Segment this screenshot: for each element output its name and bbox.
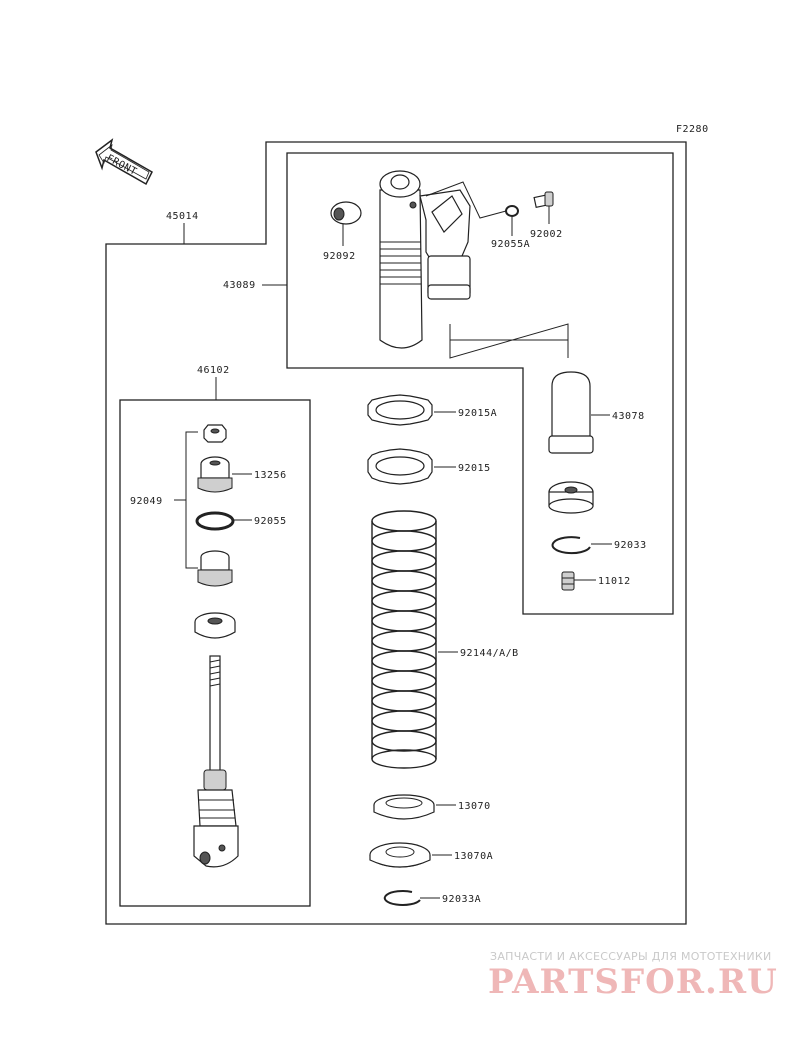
label-92055A: 92055A	[491, 239, 530, 250]
label-92033A: 92033A	[442, 894, 481, 905]
spring-seat-13070	[373, 794, 435, 820]
label-45014: 45014	[166, 211, 199, 222]
seal	[194, 612, 236, 639]
reservoir-cap	[548, 481, 594, 514]
watermark-logo: PARTSFOR.RU	[488, 962, 778, 1002]
shock-body	[379, 170, 471, 349]
watermark-caption: ЗАПЧАСТИ И АКСЕССУАРЫ ДЛЯ МОТОТЕХНИКИ	[490, 950, 772, 963]
stopper-13070A	[369, 842, 431, 868]
valve-11012	[561, 571, 575, 591]
assembly-boundary-43089	[286, 152, 674, 615]
circlip-92033	[551, 536, 591, 555]
figure-code: F2280	[676, 124, 709, 135]
label-43078: 43078	[612, 411, 645, 422]
bolt-92002	[533, 191, 554, 209]
label-92015: 92015	[458, 463, 491, 474]
label-43089: 43089	[223, 280, 256, 291]
spring-92144	[371, 510, 437, 769]
label-46102: 46102	[197, 365, 230, 376]
label-13070: 13070	[458, 801, 491, 812]
label-92055: 92055	[254, 516, 287, 527]
label-92092: 92092	[323, 251, 356, 262]
o-ring-92055	[195, 511, 235, 531]
label-92144: 92144/A/B	[460, 648, 519, 659]
assembly-boundary-45014	[105, 141, 687, 925]
label-13256: 13256	[254, 470, 287, 481]
piston-rod	[193, 655, 239, 868]
ring-nut-92015A	[367, 394, 433, 426]
label-11012: 11012	[598, 576, 631, 587]
label-92015A: 92015A	[458, 408, 497, 419]
circlip-92033A	[383, 890, 421, 906]
reservoir-bladder-43078	[548, 371, 594, 454]
valve-body	[197, 550, 233, 587]
nut	[203, 424, 227, 443]
piston-13256	[197, 456, 233, 493]
label-13070A: 13070A	[454, 851, 493, 862]
ring-nut-92015	[367, 448, 433, 485]
label-92002: 92002	[530, 229, 563, 240]
assembly-boundary-46102	[119, 399, 311, 907]
label-92033: 92033	[614, 540, 647, 551]
front-arrow-icon: FRONT	[95, 138, 153, 186]
bushing-92092	[330, 201, 362, 225]
label-92049: 92049	[130, 496, 163, 507]
o-ring-92055A	[505, 205, 519, 217]
